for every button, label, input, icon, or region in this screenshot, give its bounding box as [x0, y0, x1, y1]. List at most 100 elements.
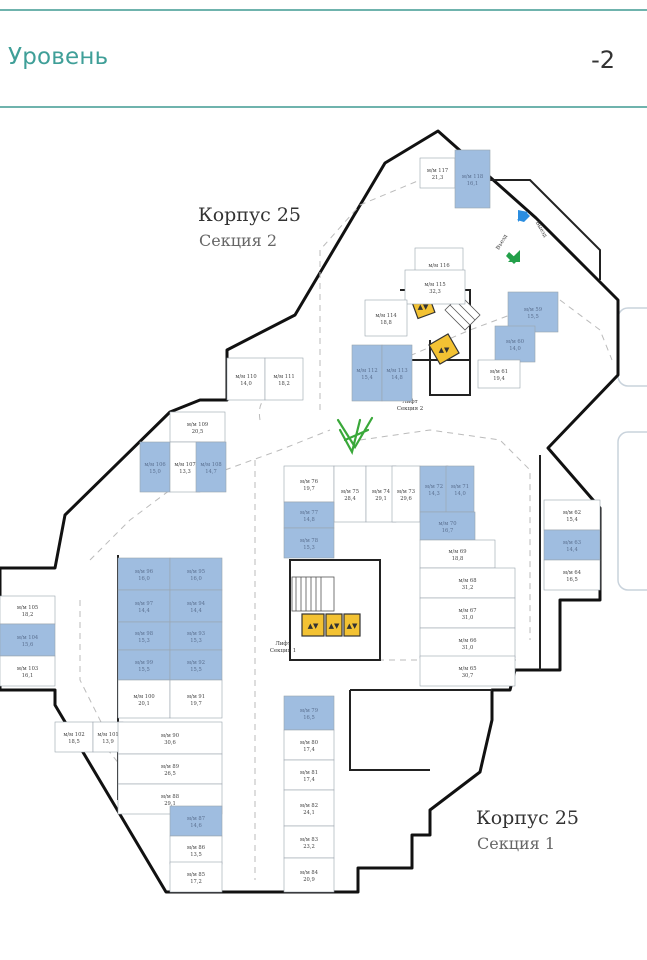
parking-spot-number: м/м 118: [462, 174, 483, 180]
parking-spot-number: м/м 108: [200, 462, 221, 468]
parking-spot-number: м/м 104: [17, 635, 39, 641]
parking-spot[interactable]: [0, 655, 56, 687]
parking-spot-number: м/м 60: [506, 339, 524, 345]
page-header: Уровень -2: [0, 0, 647, 110]
parking-spot-number: м/м 111: [273, 374, 294, 380]
parking-spot[interactable]: [195, 441, 227, 493]
parking-spot[interactable]: [351, 344, 383, 402]
parking-spot[interactable]: [0, 623, 56, 657]
parking-spot[interactable]: [419, 655, 516, 687]
parking-spot-number: м/м 113: [386, 368, 407, 374]
parking-spot[interactable]: [169, 835, 223, 865]
parking-spot[interactable]: [391, 465, 421, 523]
parking-spot-area: 18,2: [22, 612, 34, 618]
parking-spot[interactable]: [169, 589, 223, 623]
parking-spot[interactable]: [0, 595, 56, 625]
parking-spot-number: м/м 89: [161, 764, 179, 770]
entry-label: Въезд: [495, 233, 509, 251]
parking-spot[interactable]: [283, 857, 335, 893]
svg-text:▲▼: ▲▼: [329, 622, 340, 630]
parking-spot[interactable]: [283, 465, 335, 503]
parking-spot[interactable]: [169, 621, 223, 651]
parking-spot[interactable]: [419, 157, 456, 189]
parking-spot-number: м/м 83: [300, 837, 318, 843]
parking-spot-number: м/м 109: [187, 422, 208, 428]
parking-spot[interactable]: [117, 557, 171, 591]
outer-wall: [0, 129, 620, 894]
parking-spot[interactable]: [494, 325, 536, 363]
parking-spot[interactable]: [419, 465, 449, 513]
level-value: -2: [591, 46, 615, 74]
parking-spot[interactable]: [169, 649, 223, 681]
parking-spot-area: 19,7: [303, 486, 315, 492]
parking-spot[interactable]: [226, 357, 266, 401]
parking-spot-number: м/м 69: [448, 549, 466, 555]
parking-spot-area: 15,5: [190, 667, 202, 673]
parking-spot[interactable]: [169, 411, 226, 443]
parking-spot-number: м/м 117: [427, 168, 448, 174]
parking-spot[interactable]: [283, 825, 335, 859]
parking-spot[interactable]: [264, 357, 304, 401]
parking-spot[interactable]: [404, 269, 466, 305]
parking-spot-area: 14,4: [566, 547, 578, 553]
parking-spot[interactable]: [283, 527, 335, 559]
parking-spot-number: м/м 106: [144, 462, 165, 468]
parking-spot[interactable]: [381, 344, 413, 402]
parking-spot[interactable]: [169, 861, 223, 893]
parking-spot-area: 16,0: [138, 576, 150, 582]
parking-spot[interactable]: [169, 557, 223, 591]
parking-spot[interactable]: [283, 759, 335, 791]
parking-spot[interactable]: [54, 721, 94, 753]
parking-spot-number: м/м 88: [161, 794, 179, 800]
parking-spot[interactable]: [543, 529, 601, 561]
parking-spot-area: 18,8: [452, 556, 464, 562]
parking-spot[interactable]: [507, 291, 559, 333]
parking-spot[interactable]: [169, 805, 223, 837]
parking-spot[interactable]: [419, 539, 496, 569]
parking-spot-number: м/м 91: [187, 694, 205, 700]
parking-spot-number: м/м 99: [135, 660, 153, 666]
parking-spot[interactable]: [419, 627, 516, 659]
parking-spot[interactable]: [419, 511, 476, 541]
parking-spot-number: м/м 100: [133, 694, 154, 700]
header-top-rule: [0, 9, 647, 11]
parking-spot[interactable]: [333, 465, 367, 523]
parking-spot[interactable]: [364, 299, 408, 337]
parking-spot[interactable]: [283, 695, 335, 731]
parking-spot[interactable]: [283, 729, 335, 761]
parking-spot[interactable]: [117, 589, 171, 623]
parking-spot[interactable]: [454, 149, 491, 209]
parking-spot[interactable]: [169, 441, 201, 493]
parking-spot-area: 15,0: [149, 469, 161, 475]
parking-spot-number: м/м 59: [524, 307, 542, 313]
parking-spot-area: 17,4: [303, 747, 315, 753]
parking-spot-number: м/м 95: [187, 569, 205, 575]
parking-spot-number: м/м 84: [300, 870, 319, 876]
parking-spot-area: 19,7: [190, 701, 202, 707]
parking-spot-number: м/м 110: [235, 374, 256, 380]
parking-spot-area: 15,5: [138, 667, 150, 673]
parking-spot-area: 29,1: [164, 801, 176, 807]
parking-spot-number: м/м 101: [97, 732, 118, 738]
parking-spot-area: 20,1: [138, 701, 150, 707]
lifts: [301, 292, 460, 637]
parking-spot[interactable]: [477, 359, 521, 389]
parking-spot[interactable]: [117, 679, 171, 719]
parking-spot-area: 26,5: [164, 771, 176, 777]
parking-spot[interactable]: [419, 567, 516, 599]
parking-spot-area: 14,0: [240, 381, 252, 387]
parking-spot[interactable]: [283, 501, 335, 529]
parking-spot[interactable]: [117, 753, 223, 785]
parking-spot[interactable]: [543, 559, 601, 591]
parking-spot-area: 14,6: [190, 823, 202, 829]
parking-spot-number: м/м 116: [428, 263, 449, 269]
parking-spot[interactable]: [117, 621, 171, 651]
parking-spot-area: 16,1: [22, 673, 34, 679]
parking-spot-area: 31,0: [462, 645, 474, 651]
parking-spot[interactable]: [117, 721, 223, 755]
parking-spot-number: м/м 112: [356, 368, 377, 374]
parking-spot-number: м/м 68: [458, 578, 476, 584]
parking-spot[interactable]: [169, 679, 223, 719]
parking-spot[interactable]: [365, 465, 397, 523]
